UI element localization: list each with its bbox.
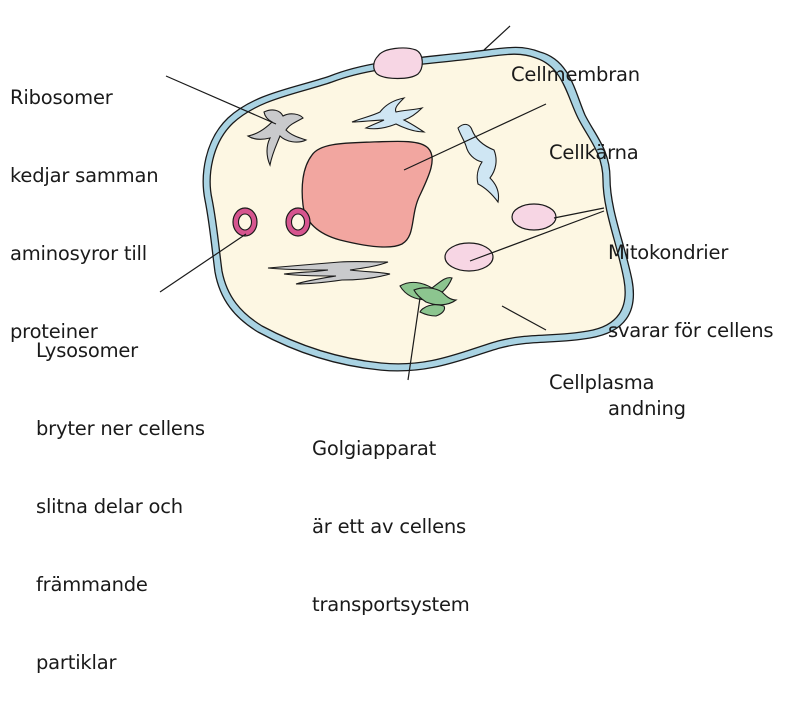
label-cellkarna: Cellkärna: [549, 88, 639, 192]
mitochondrion-left: [445, 243, 493, 271]
lysosome-left-inner: [239, 214, 252, 230]
lysosome-right-inner: [292, 214, 305, 230]
label-lysosomer: Lysosomer bryter ner cellens slitna dela…: [36, 286, 205, 702]
leader-cellmembran: [484, 26, 510, 50]
label-golgi: Golgiapparat är ett av cellens transport…: [312, 384, 470, 644]
label-cellplasma: Cellplasma: [549, 318, 654, 422]
mitochondrion-right: [512, 204, 556, 230]
top-vesicle: [374, 48, 423, 79]
